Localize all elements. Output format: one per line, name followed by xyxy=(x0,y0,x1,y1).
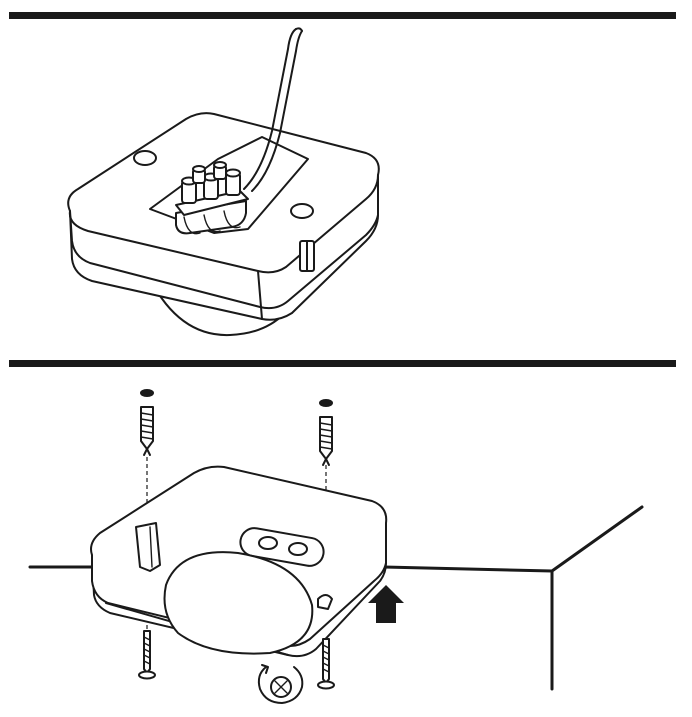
wall-plug-icon xyxy=(140,406,154,456)
screwdriver-icon xyxy=(257,664,304,704)
cable-icon xyxy=(243,27,303,192)
step-1-divider xyxy=(9,12,676,19)
drill-hole-right-icon xyxy=(319,399,333,407)
step-2-illustration xyxy=(28,389,644,704)
step-2-divider xyxy=(9,360,676,367)
screw-icon xyxy=(138,630,156,680)
step-1-panel xyxy=(0,19,692,349)
sensor-dome-icon xyxy=(163,551,314,655)
step-2-panel xyxy=(0,367,692,717)
drill-hole-left-icon xyxy=(140,389,154,397)
step-1-illustration xyxy=(67,27,380,337)
wall-plug-icon xyxy=(319,416,333,466)
push-up-arrow-icon xyxy=(368,585,404,623)
screw-icon xyxy=(317,638,335,690)
terminal-block-icon xyxy=(175,161,249,235)
ceiling-icon xyxy=(28,505,644,691)
